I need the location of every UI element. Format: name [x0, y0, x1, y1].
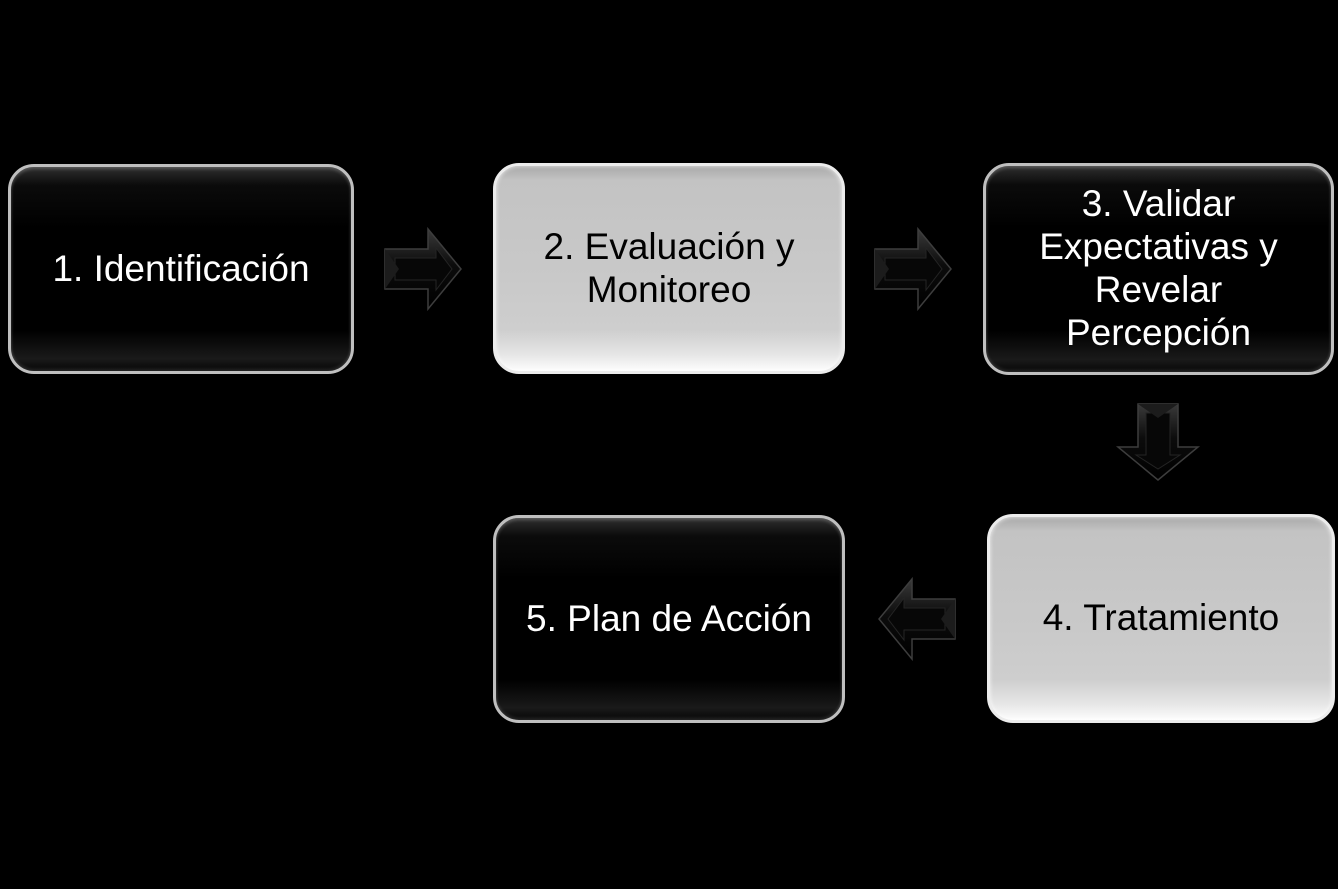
arrow-down-icon-3-4 — [1115, 403, 1201, 481]
step-label-5: 5. Plan de Acción — [526, 597, 812, 639]
arrow-right-icon-2-3 — [874, 226, 952, 312]
step-box-5-plan-de-accion: 5. Plan de Acción — [493, 515, 845, 723]
step-label-2: 2. Evaluación y Monitoreo — [543, 225, 795, 310]
step-box-2-evaluacion-monitoreo: 2. Evaluación y Monitoreo — [493, 163, 845, 374]
arrow-left-icon-4-5 — [878, 576, 956, 662]
step-box-4-tratamiento: 4. Tratamiento — [987, 514, 1335, 723]
arrow-right-icon-1-2 — [384, 226, 462, 312]
step-label-3: 3. Validar Expectativas y Revelar Percep… — [1039, 183, 1278, 353]
step-box-3-validar-expectativas: 3. Validar Expectativas y Revelar Percep… — [983, 163, 1334, 375]
step-label-1: 1. Identificación — [52, 247, 310, 289]
step-label-4: 4. Tratamiento — [1042, 597, 1280, 639]
step-box-1-identificacion: 1. Identificación — [8, 164, 354, 374]
